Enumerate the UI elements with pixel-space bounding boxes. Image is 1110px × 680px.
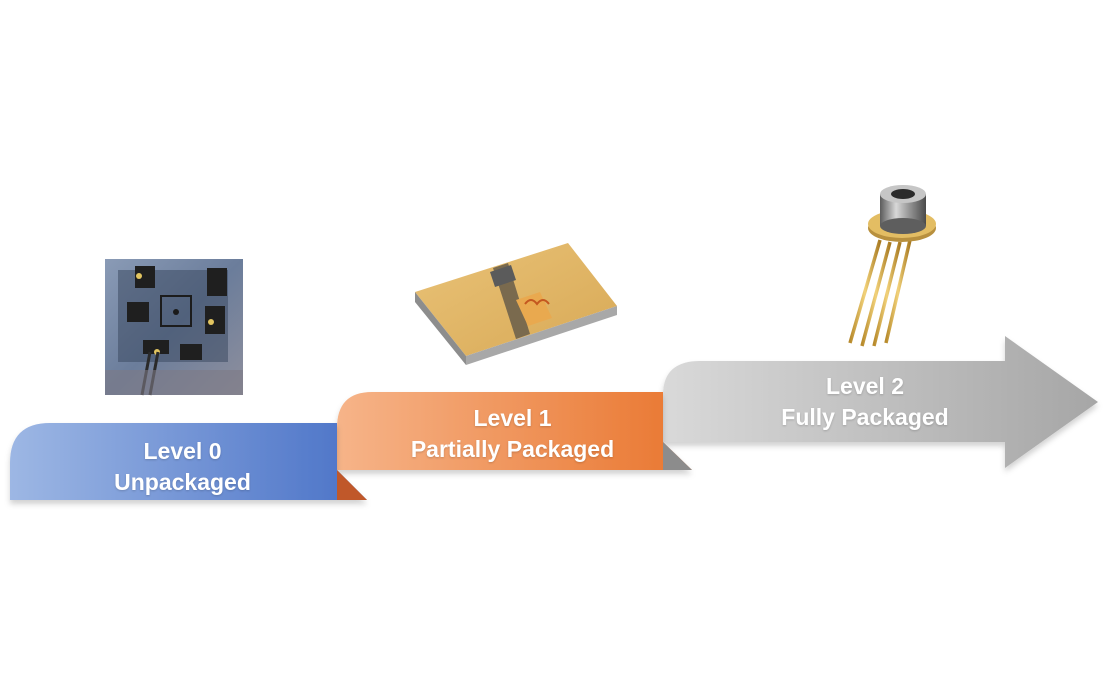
level-0-subtitle: Unpackaged [114,469,251,495]
level-1-title: Level 1 [473,405,552,431]
bare-die-image [105,259,243,396]
level-2-subtitle: Fully Packaged [781,404,949,430]
level-1-subtitle: Partially Packaged [410,436,615,462]
level-0-title: Level 0 [143,438,222,464]
chip-on-submount-image [415,243,617,365]
level-2-title: Level 2 [826,373,904,399]
level-2-label: Level 2 Fully Packaged [700,371,1030,433]
level-1-band [337,392,692,470]
level-2-arrow [663,336,1098,468]
level-1-label: Level 1 Partially Packaged [380,403,645,465]
to-can-package-image [848,185,936,347]
level-0-label: Level 0 Unpackaged [60,436,305,498]
level-0-band [10,423,367,500]
